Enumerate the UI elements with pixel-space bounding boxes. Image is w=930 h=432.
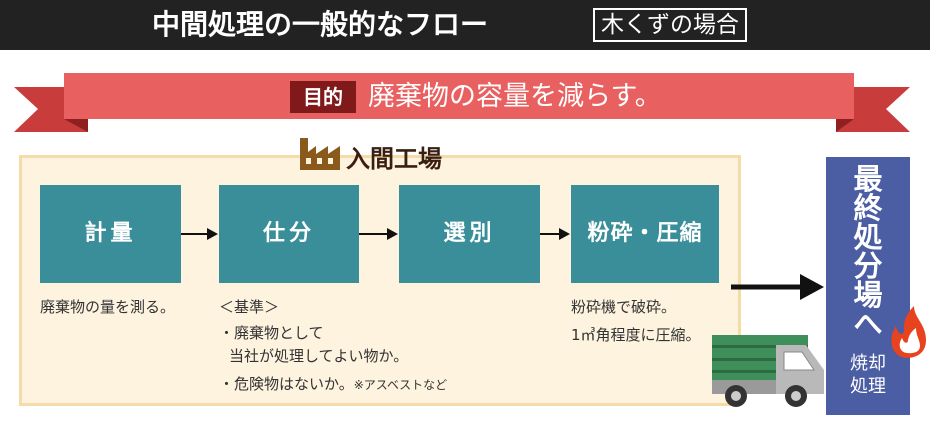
fire-icon	[891, 306, 926, 358]
purpose-text: 廃棄物の容量を減らす。	[368, 81, 662, 112]
sorting-criteria-heading: ＜基準＞	[219, 298, 280, 316]
incineration-label: 焼却 処理	[832, 352, 904, 398]
factory-label: 入間工場	[346, 145, 442, 173]
final-disposal-char: 最	[853, 162, 883, 196]
step-sorting: 仕分	[219, 185, 359, 283]
truck-icon	[712, 335, 824, 407]
case-label: 木くずの場合	[593, 8, 747, 42]
header-bar: 中間処理の一般的なフロー 木くずの場合	[0, 0, 930, 50]
sorting-criterion-2-note: ※アスベストなど	[353, 378, 448, 392]
final-disposal-label: 最終処分場へ	[826, 165, 910, 339]
sorting-criterion-2-text: ・危険物はないか。	[219, 375, 354, 393]
sorting-criterion-1-detail: 当社が処理してよい物か。	[229, 347, 409, 365]
incineration-line-2: 処理	[850, 376, 886, 397]
arrow-right-icon	[181, 228, 218, 240]
factory-icon	[300, 138, 340, 170]
ribbon-tail-right	[836, 87, 910, 132]
crushing-desc-2: 1㎥角程度に圧縮。	[571, 326, 701, 344]
ribbon-fold-left	[64, 119, 88, 132]
purpose-banner	[64, 73, 854, 119]
arrow-right-icon	[540, 228, 570, 240]
step-weighing-desc: 廃棄物の量を測る。	[40, 298, 176, 316]
final-disposal-char: へ	[853, 307, 883, 341]
final-disposal-char: 処	[853, 220, 883, 254]
arrow-right-icon	[731, 274, 824, 300]
sorting-criterion-2: ・危険物はないか。※アスベストなど	[219, 373, 447, 396]
arrow-right-icon	[359, 228, 398, 240]
step-selection: 選別	[399, 185, 540, 283]
incineration-line-1: 焼却	[850, 353, 886, 374]
step-weighing: 計量	[40, 185, 181, 283]
final-disposal-char: 場	[853, 278, 883, 312]
final-disposal-char: 終	[853, 191, 883, 225]
purpose-tag: 目的	[290, 81, 356, 113]
page-title: 中間処理の一般的なフロー	[152, 8, 489, 41]
final-disposal-box	[826, 157, 910, 415]
sorting-criterion-1: ・廃棄物として	[219, 324, 324, 342]
ribbon-fold-right	[836, 119, 854, 132]
final-disposal-char: 分	[853, 249, 883, 283]
crushing-desc-1: 粉砕機で破砕。	[571, 298, 677, 316]
step-crushing-compression: 粉砕・圧縮	[571, 185, 719, 283]
